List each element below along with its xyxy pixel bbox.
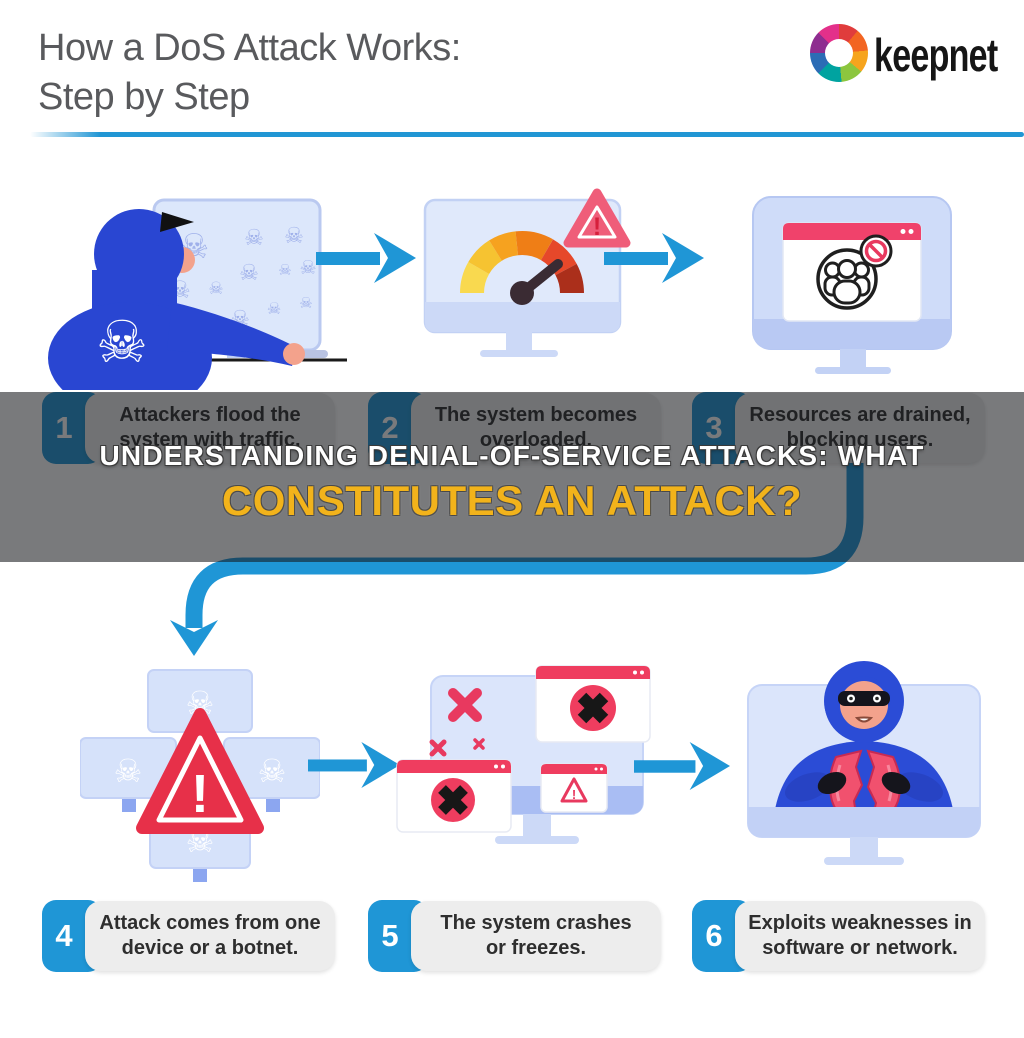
hood-tip — [160, 212, 194, 232]
header-divider — [30, 132, 1024, 137]
step5-number: 5 — [381, 918, 399, 953]
error-window-top — [535, 665, 651, 743]
hacker-flooding-illustration: ☠ ☠ ☠ ☠ ☠ ☠ ☠ ☠ ☠ ☠ ☠ ☠ — [42, 190, 354, 390]
down-arrowhead-icon — [170, 620, 218, 656]
exploit-weakness-illustration — [738, 645, 990, 885]
step4-to-step5-arrow-icon — [308, 742, 400, 788]
svg-text:!: ! — [572, 787, 576, 802]
keepnet-logo-icon — [810, 24, 868, 82]
svg-text:☠: ☠ — [244, 226, 264, 251]
page-title: How a DoS Attack Works: Step by Step — [38, 24, 461, 122]
hacker-figure: ☠ — [48, 209, 305, 390]
step4-label-box: Attack comes from one device or a botnet… — [85, 901, 335, 971]
svg-text:☠: ☠ — [278, 261, 291, 279]
step6-number: 6 — [705, 918, 723, 953]
keepnet-logo: keepnet — [810, 22, 1020, 86]
step1-to-step2-arrow-icon — [316, 233, 416, 283]
gauge — [460, 231, 584, 294]
glove-right — [881, 771, 911, 795]
banner-title-line2: CONSTITUTES AN ATTACK? — [221, 477, 803, 524]
svg-text:☠: ☠ — [284, 224, 304, 249]
keepnet-wordmark: keepnet — [874, 29, 998, 81]
alert-triangle-icon: ! — [136, 708, 264, 834]
step4-number: 4 — [55, 918, 73, 953]
svg-text:!: ! — [191, 764, 209, 824]
svg-text:☠: ☠ — [114, 752, 143, 790]
hand — [283, 343, 305, 365]
svg-text:☠: ☠ — [208, 279, 223, 299]
step5-label-box: The system crashes or freezes. — [411, 901, 661, 971]
blocked-users-illustration — [735, 183, 1005, 390]
overload-gauge-illustration: ! — [410, 185, 640, 370]
warning-triangle-icon: ! — [563, 188, 631, 248]
svg-text:☠: ☠ — [267, 299, 281, 318]
glove-left — [817, 771, 847, 795]
banner-title-line1: UNDERSTANDING DENIAL-OF-SERVICE ATTACKS:… — [99, 440, 925, 471]
step6-label-box: Exploits weaknesses in software or netwo… — [735, 901, 985, 971]
svg-text:!: ! — [593, 213, 601, 241]
jacket-skull-icon: ☠ — [96, 308, 148, 376]
svg-text:☠: ☠ — [299, 294, 312, 312]
scattered-x-marks — [429, 688, 485, 757]
keepnet-logo-icon-hole — [825, 39, 853, 67]
step2-to-step3-arrow-icon — [604, 233, 704, 283]
prohibited-icon — [859, 234, 893, 268]
step5-to-step6-arrow-icon — [634, 742, 730, 790]
page-title-line1: How a DoS Attack Works: — [38, 27, 461, 69]
page-title-line2: Step by Step — [38, 76, 250, 118]
botnet-illustration: ☠ ☠ ☠ ☠ ! — [80, 662, 320, 888]
warning-window-center: ! — [540, 763, 608, 813]
svg-text:☠: ☠ — [239, 261, 259, 286]
svg-text:☠: ☠ — [299, 257, 316, 279]
eye-mask — [838, 691, 890, 706]
step6-label: 6 Exploits weaknesses in software or net… — [692, 900, 985, 972]
system-crash-illustration: ! — [383, 648, 668, 890]
step4-label: 4 Attack comes from one device or a botn… — [42, 900, 335, 972]
step5-label: 5 The system crashes or freezes. — [368, 900, 661, 972]
svg-text:☠: ☠ — [258, 752, 287, 790]
error-window-bottom — [396, 759, 512, 833]
blocked-group-icon — [816, 248, 878, 310]
